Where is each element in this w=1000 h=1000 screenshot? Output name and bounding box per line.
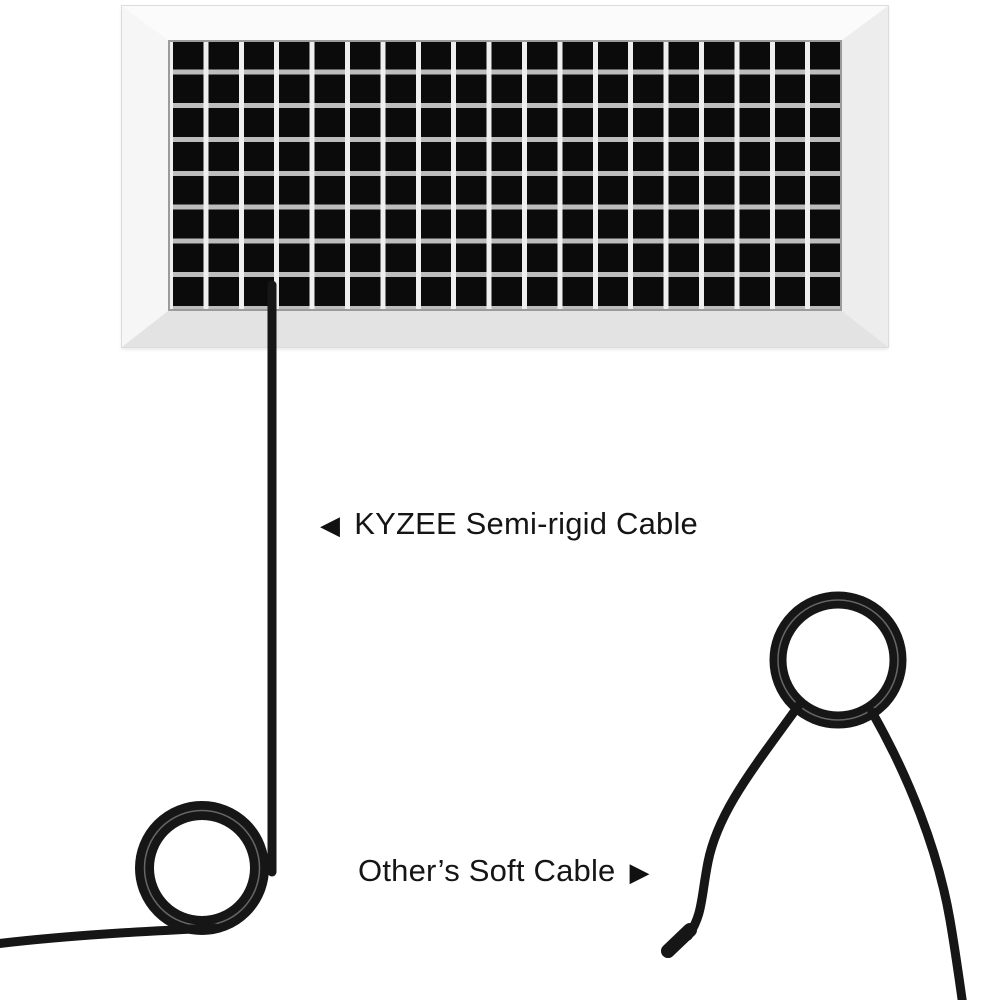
vent-grid bbox=[168, 40, 842, 311]
soft-cable-label-text: Other’s Soft Cable bbox=[358, 853, 616, 888]
semi-rigid-cable-label-text: KYZEE Semi-rigid Cable bbox=[354, 506, 698, 541]
soft-cable-left-strand bbox=[683, 700, 804, 941]
semi-rigid-cable-coil bbox=[135, 801, 269, 935]
right-arrow-icon: ▶ bbox=[629, 857, 650, 887]
vent-grille bbox=[122, 6, 888, 347]
soft-cable-coil-winding bbox=[777, 599, 899, 721]
semi-rigid-cable-coil-winding bbox=[143, 809, 261, 927]
semi-rigid-cable-label: ◀ KYZEE Semi-rigid Cable bbox=[320, 506, 698, 542]
left-arrow-icon: ◀ bbox=[320, 510, 341, 540]
soft-cable-label: Other’s Soft Cable ▶ bbox=[358, 853, 650, 889]
semi-rigid-cable-tail bbox=[0, 923, 220, 948]
soft-cable-right-strand bbox=[867, 707, 967, 1000]
soft-cable-connector bbox=[661, 923, 697, 958]
soft-cable-coil bbox=[769, 591, 907, 729]
